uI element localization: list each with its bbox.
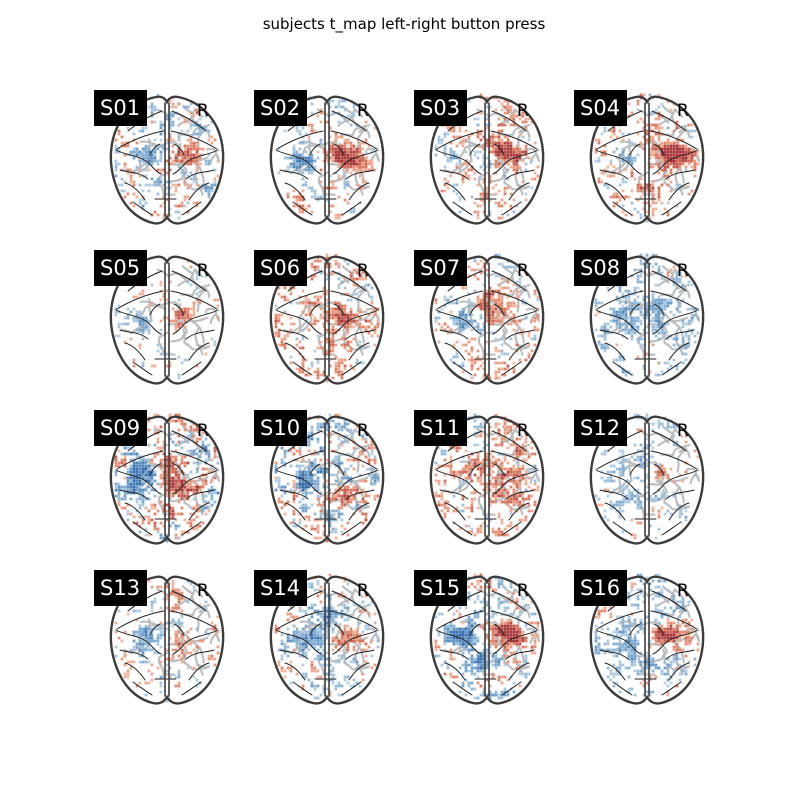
orientation-label-right: R bbox=[517, 421, 529, 441]
subject-label: S01 bbox=[94, 90, 147, 126]
subject-panel: S13 R bbox=[87, 558, 247, 718]
orientation-label-right: R bbox=[677, 581, 689, 601]
subject-label: S02 bbox=[254, 90, 307, 126]
subject-label: S11 bbox=[414, 410, 467, 446]
glass-brain-map bbox=[429, 573, 545, 705]
subject-label: S06 bbox=[254, 250, 307, 286]
subject-label: S15 bbox=[414, 570, 467, 606]
subject-label: S12 bbox=[574, 410, 627, 446]
orientation-label-right: R bbox=[517, 101, 529, 121]
subject-label: S13 bbox=[94, 570, 147, 606]
orientation-label-right: R bbox=[357, 581, 369, 601]
orientation-label-right: R bbox=[197, 261, 209, 281]
glass-brain-map bbox=[589, 413, 705, 545]
subject-panel: S05 R bbox=[87, 238, 247, 398]
orientation-label-right: R bbox=[517, 261, 529, 281]
subject-label: S05 bbox=[94, 250, 147, 286]
subject-label: S14 bbox=[254, 570, 307, 606]
orientation-label-right: R bbox=[197, 421, 209, 441]
subject-label: S09 bbox=[94, 410, 147, 446]
orientation-label-right: R bbox=[677, 261, 689, 281]
subject-label: S07 bbox=[414, 250, 467, 286]
subject-grid: S01 R S02 R S03 R S04 R S05 R S06 R S07 … bbox=[87, 78, 727, 718]
orientation-label-right: R bbox=[197, 581, 209, 601]
subject-panel: S07 R bbox=[407, 238, 567, 398]
orientation-label-right: R bbox=[677, 101, 689, 121]
glass-brain-map bbox=[109, 93, 225, 225]
subject-panel: S15 R bbox=[407, 558, 567, 718]
subject-panel: S14 R bbox=[247, 558, 407, 718]
subject-label: S04 bbox=[574, 90, 627, 126]
glass-brain-map bbox=[429, 253, 545, 385]
orientation-label-right: R bbox=[357, 101, 369, 121]
subject-panel: S04 R bbox=[567, 78, 727, 238]
glass-brain-map bbox=[429, 413, 545, 545]
glass-brain-map bbox=[269, 95, 385, 225]
subject-label: S08 bbox=[574, 250, 627, 286]
subject-panel: S12 R bbox=[567, 398, 727, 558]
figure-title: subjects t_map left-right button press bbox=[262, 15, 546, 33]
glass-brain-map bbox=[589, 253, 705, 385]
subject-panel: S03 R bbox=[407, 78, 567, 238]
orientation-label-right: R bbox=[357, 261, 369, 281]
subject-panel: S11 R bbox=[407, 398, 567, 558]
glass-brain-map bbox=[269, 573, 385, 705]
subject-panel: S16 R bbox=[567, 558, 727, 718]
subject-panel: S02 R bbox=[247, 78, 407, 238]
orientation-label-right: R bbox=[197, 101, 209, 121]
subject-panel: S08 R bbox=[567, 238, 727, 398]
orientation-label-right: R bbox=[517, 581, 529, 601]
orientation-label-right: R bbox=[357, 421, 369, 441]
subject-panel: S06 R bbox=[247, 238, 407, 398]
subject-panel: S10 R bbox=[247, 398, 407, 558]
subject-label: S03 bbox=[414, 90, 467, 126]
subject-label: S16 bbox=[574, 570, 627, 606]
subject-panel: S09 R bbox=[87, 398, 247, 558]
subject-label: S10 bbox=[254, 410, 307, 446]
orientation-label-right: R bbox=[677, 421, 689, 441]
subject-panel: S01 R bbox=[87, 78, 247, 238]
glass-brain-map bbox=[109, 575, 225, 705]
